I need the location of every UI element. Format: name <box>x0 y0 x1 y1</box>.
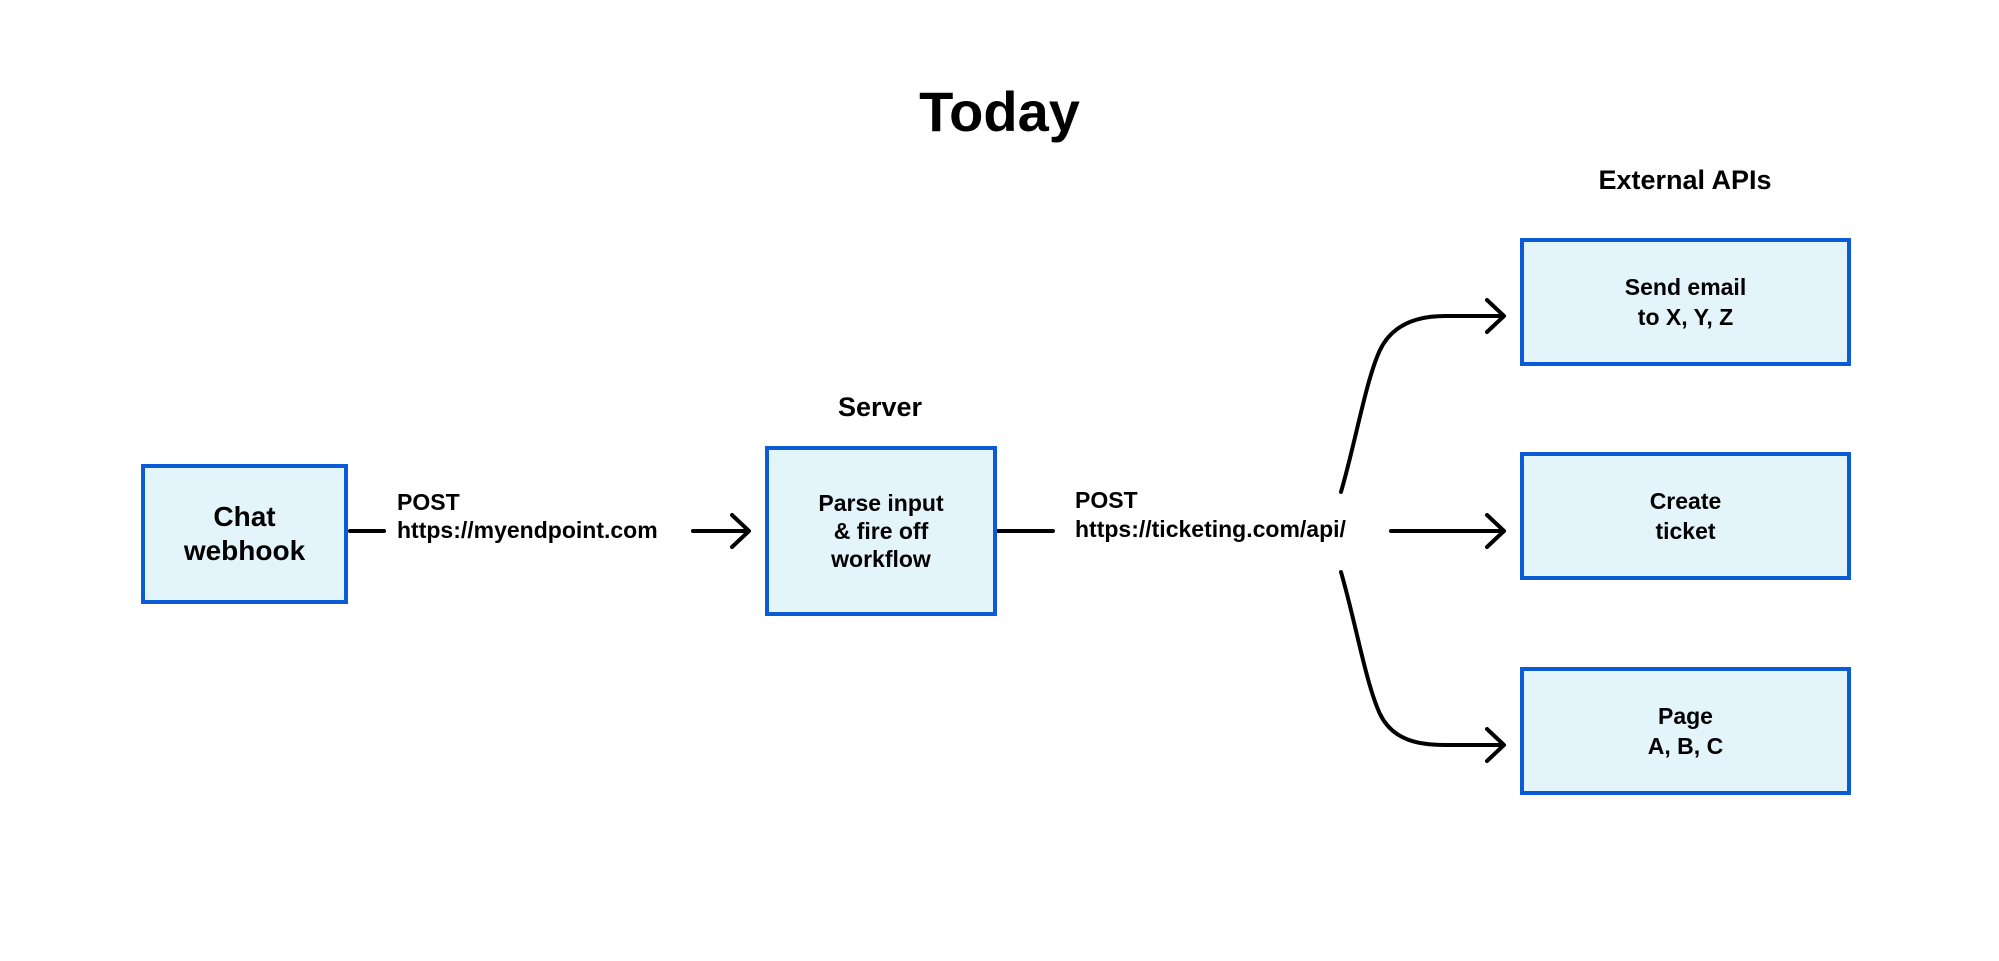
external-apis-caption: External APIs <box>1598 165 1772 195</box>
edge-label-apis-method: POST <box>1075 487 1138 513</box>
arrowhead-ticket-icon <box>1485 513 1506 549</box>
arrowhead-email-icon <box>1485 298 1506 334</box>
server-node[interactable]: Parse input & fire off workflow <box>765 446 997 616</box>
create-ticket-node[interactable]: Create ticket <box>1520 452 1851 580</box>
edge-curve-email <box>1339 314 1505 494</box>
arrowhead-page-icon <box>1485 727 1506 763</box>
chat-webhook-node[interactable]: Chat webhook <box>141 464 348 604</box>
send-email-node[interactable]: Send email to X, Y, Z <box>1520 238 1851 366</box>
edge-curve-page <box>1339 570 1505 747</box>
server-caption: Server <box>837 392 923 422</box>
edge-label-apis-url: https://ticketing.com/api/ <box>1075 516 1346 542</box>
arrowhead-server-icon <box>730 513 751 549</box>
diagram-title: Today <box>919 80 1080 143</box>
edge-label-webhook-url: https://myendpoint.com <box>397 517 658 543</box>
page-node[interactable]: Page A, B, C <box>1520 667 1851 795</box>
edge-label-webhook-method: POST <box>397 489 460 515</box>
